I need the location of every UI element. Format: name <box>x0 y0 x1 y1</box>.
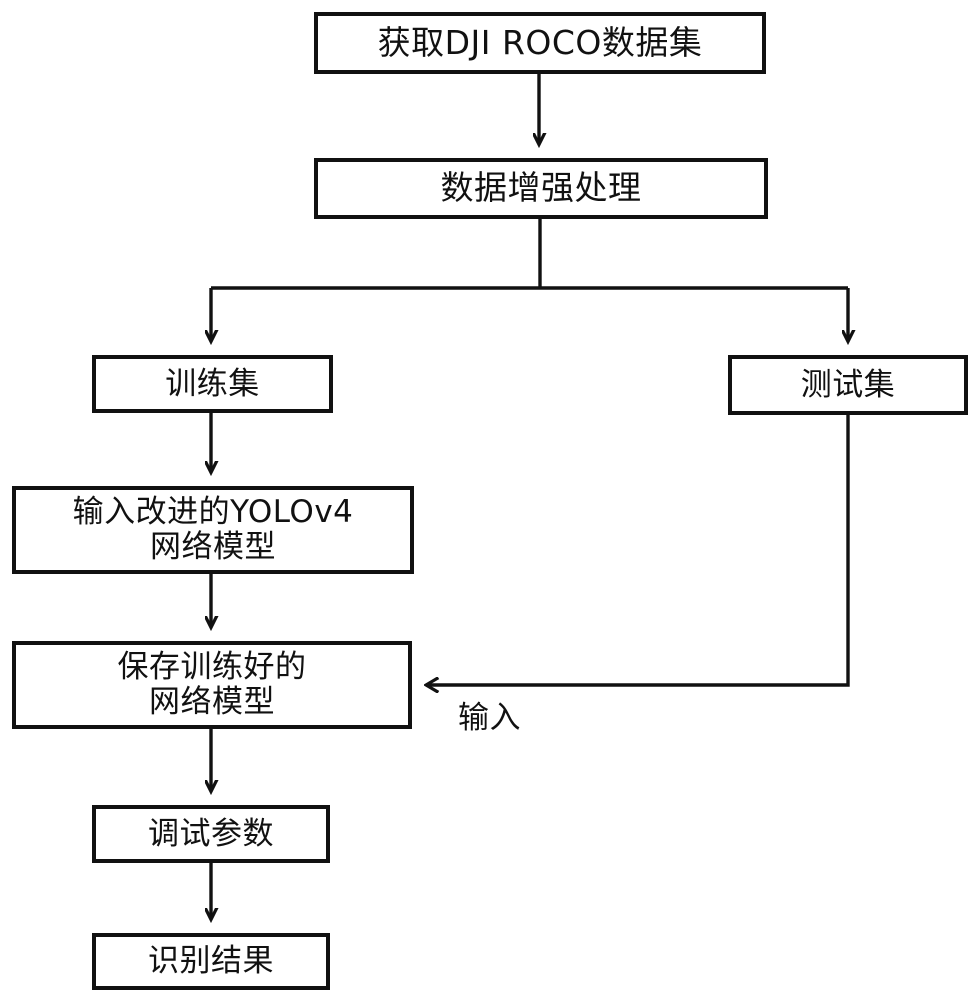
node-tune-parameters[interactable]: 调试参数 <box>92 805 330 863</box>
node-recognition-result-label: 识别结果 <box>148 943 274 980</box>
node-input-improved-yolov4-network-label: 输入改进的YOLOv4 网络模型 <box>72 494 354 565</box>
node-recognition-result[interactable]: 识别结果 <box>92 933 330 990</box>
node-save-trained-network-model[interactable]: 保存训练好的 网络模型 <box>12 641 412 729</box>
node-input-improved-yolov4-network[interactable]: 输入改进的YOLOv4 网络模型 <box>12 486 414 574</box>
node-data-augmentation[interactable]: 数据增强处理 <box>314 158 768 219</box>
node-save-trained-network-model-label: 保存训练好的 网络模型 <box>117 649 307 720</box>
node-acquire-dataset-label: 获取DJI ROCO数据集 <box>377 22 703 62</box>
node-training-set[interactable]: 训练集 <box>92 355 333 413</box>
node-tune-parameters-label: 调试参数 <box>148 815 274 852</box>
edge-label-input: 输入 <box>458 700 521 736</box>
node-training-set-label: 训练集 <box>165 365 260 402</box>
node-acquire-dataset[interactable]: 获取DJI ROCO数据集 <box>314 12 766 74</box>
edge-testset-to-savemodel <box>426 415 850 685</box>
node-test-set-label: 测试集 <box>800 366 896 403</box>
node-data-augmentation-label: 数据增强处理 <box>440 168 642 208</box>
node-test-set[interactable]: 测试集 <box>728 355 968 415</box>
